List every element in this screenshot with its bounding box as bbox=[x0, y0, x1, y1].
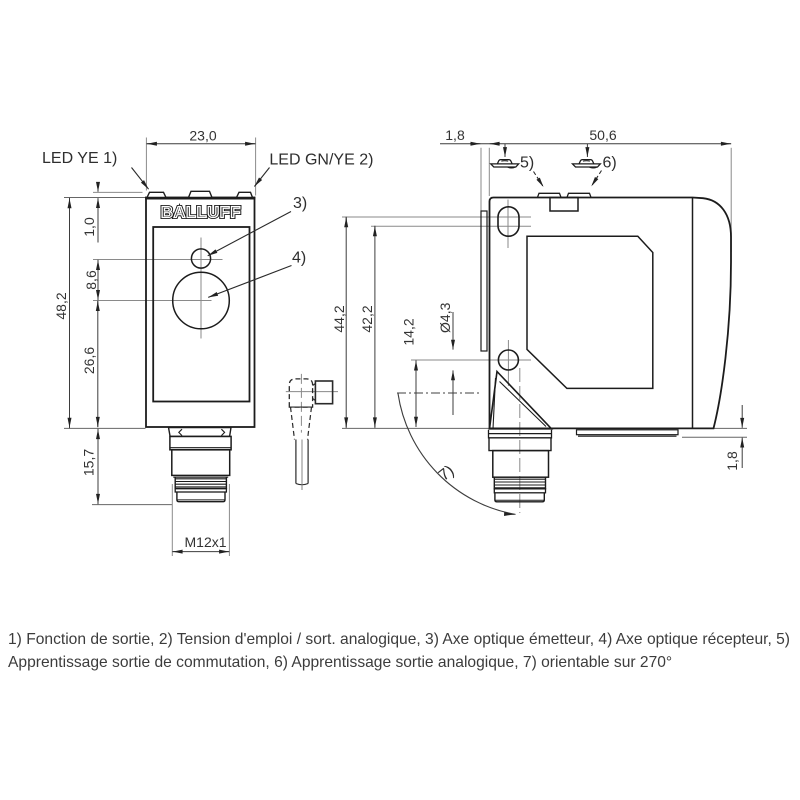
svg-text:42,2: 42,2 bbox=[359, 305, 375, 332]
svg-text:M12x1: M12x1 bbox=[185, 534, 227, 550]
svg-text:23,0: 23,0 bbox=[189, 128, 216, 144]
svg-text:50,6: 50,6 bbox=[589, 127, 616, 143]
svg-text:15,7: 15,7 bbox=[81, 449, 97, 476]
svg-text:26,6: 26,6 bbox=[81, 347, 97, 374]
svg-text:7): 7) bbox=[436, 462, 458, 484]
svg-text:1,8: 1,8 bbox=[445, 127, 465, 143]
svg-text:4): 4) bbox=[292, 250, 306, 267]
svg-text:3): 3) bbox=[293, 195, 307, 212]
svg-text:6): 6) bbox=[603, 155, 617, 172]
svg-text:BALLUFF: BALLUFF bbox=[161, 204, 241, 221]
svg-text:BALLUFF: BALLUFF bbox=[161, 204, 241, 221]
svg-text:48,2: 48,2 bbox=[53, 292, 69, 319]
svg-text:5): 5) bbox=[520, 155, 534, 172]
svg-text:1,0: 1,0 bbox=[81, 217, 97, 237]
svg-text:Ø4,3: Ø4,3 bbox=[437, 302, 453, 333]
svg-text:8,6: 8,6 bbox=[83, 270, 99, 290]
svg-text:44,2: 44,2 bbox=[331, 305, 347, 332]
svg-text:LED GN/YE 2): LED GN/YE 2) bbox=[269, 152, 373, 169]
svg-text:LED YE 1): LED YE 1) bbox=[42, 150, 117, 167]
svg-text:1,8: 1,8 bbox=[724, 451, 740, 471]
svg-text:14,2: 14,2 bbox=[401, 318, 417, 345]
